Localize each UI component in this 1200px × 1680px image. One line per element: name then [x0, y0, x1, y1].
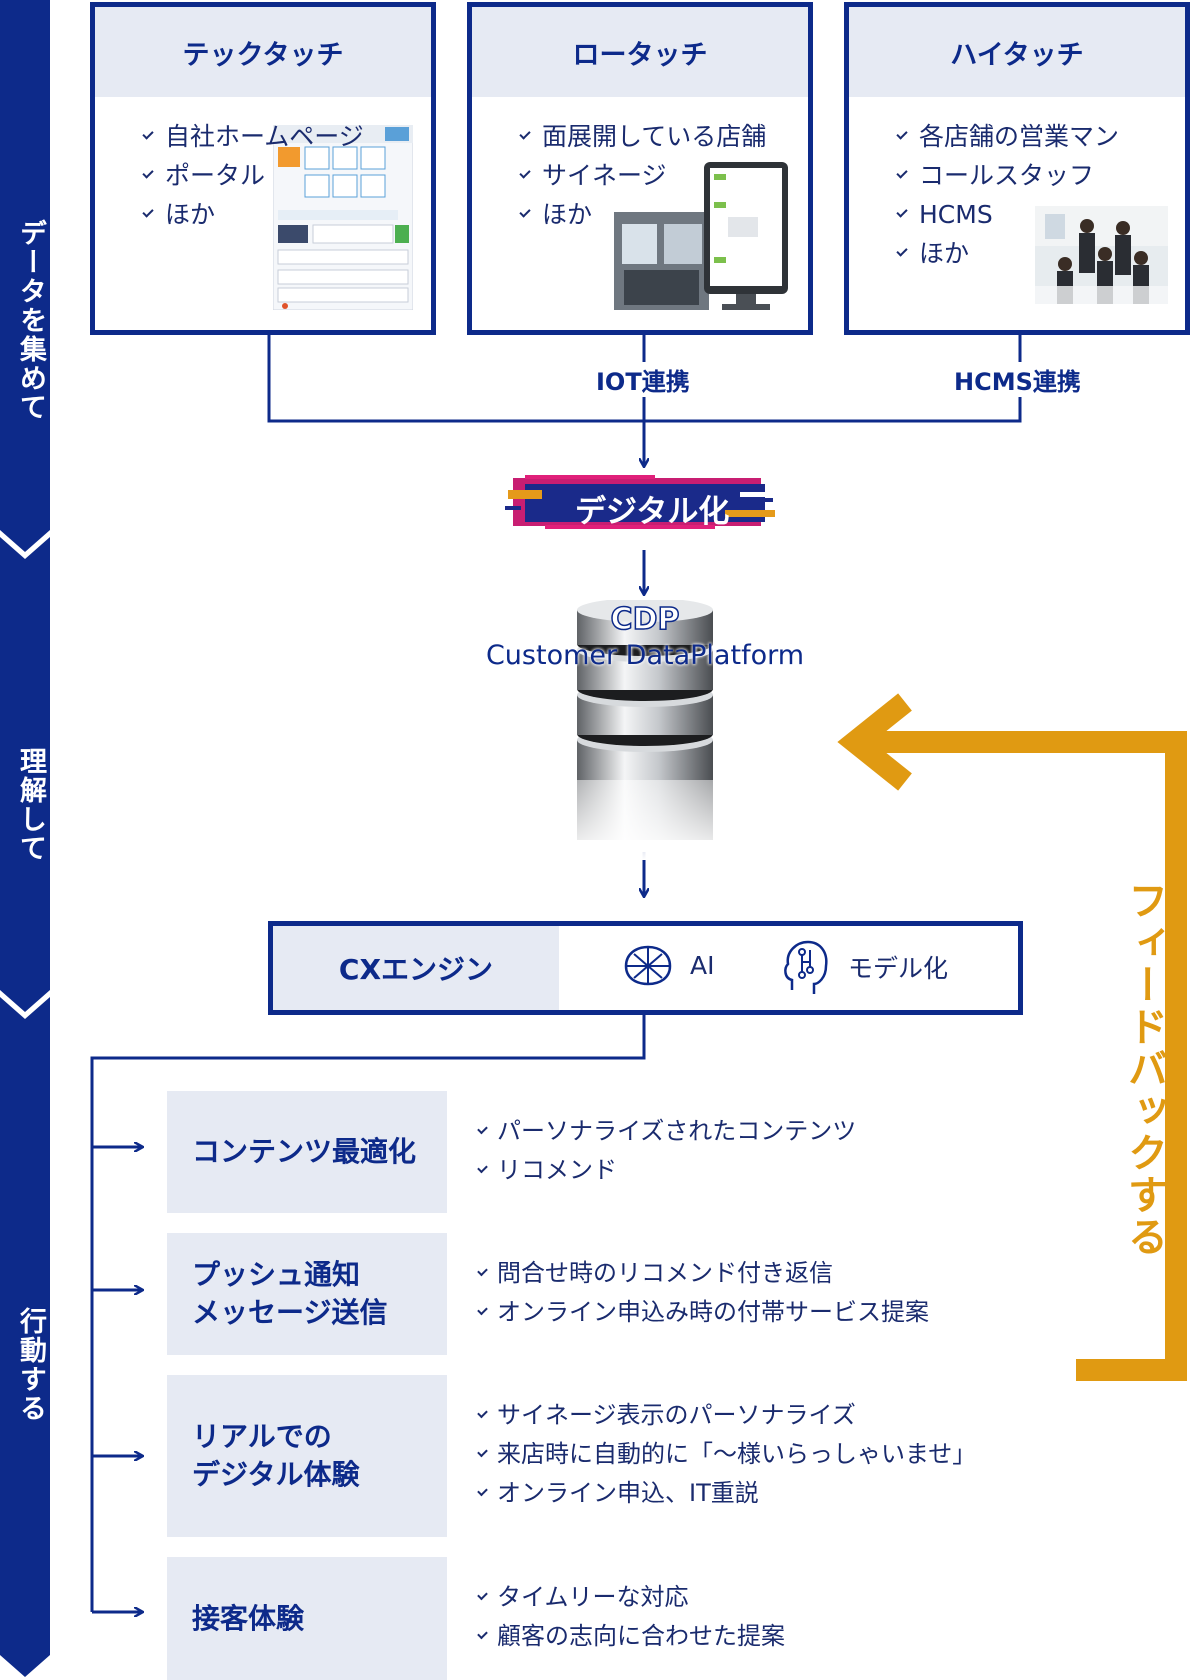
check-icon	[896, 127, 908, 140]
list-item: 自社ホームページ	[142, 117, 364, 156]
source-hightouch-box: ハイタッチ 各店舗の営業マン コールスタッフ HCMS ほか	[844, 2, 1190, 335]
list-item: 顧客の志向に合わせた提案	[477, 1617, 785, 1656]
website-screenshot-image	[273, 125, 413, 310]
source-hightouch-list: 各店舗の営業マン コールスタッフ HCMS ほか	[896, 117, 1119, 273]
check-icon	[477, 1446, 488, 1457]
digitalization-banner	[505, 475, 775, 529]
list-item: オンライン申込、IT重説	[477, 1474, 976, 1513]
phase-label-act: 行動する	[15, 1307, 46, 1423]
digitalization-label: デジタル化	[575, 494, 730, 530]
brain-icon	[624, 945, 672, 986]
cx-ai-item: AI	[620, 942, 714, 988]
action-customer-service-list: タイムリーな対応 顧客の志向に合わせた提案	[477, 1578, 785, 1656]
feedback-label: フィードバックする	[1121, 880, 1167, 1258]
check-icon	[477, 1589, 488, 1600]
list-item: サイネージ表示のパーソナライズ	[477, 1396, 976, 1435]
check-icon	[142, 127, 154, 140]
list-item: 問合せ時のリコメンド付き返信	[477, 1254, 929, 1293]
store-signage-image	[614, 162, 788, 310]
ai-head-icon	[784, 940, 828, 994]
phase-bar-shape	[0, 0, 50, 1677]
list-item: オンライン申込み時の付帯サービス提案	[477, 1293, 929, 1332]
source-lowtouch-box: ロータッチ 面展開している店舗 サイネージ ほか	[467, 2, 813, 335]
iot-link-label: IOT連携	[594, 362, 692, 397]
list-item: 来店時に自動的に「〜様いらっしゃいませ」	[477, 1435, 976, 1474]
check-icon	[896, 244, 908, 257]
action-push-notification-list: 問合せ時のリコメンド付き返信 オンライン申込み時の付帯サービス提案	[477, 1254, 929, 1332]
cdp-title: CDP	[610, 601, 680, 638]
phase-label-understand: 理解して	[15, 747, 46, 863]
check-icon	[142, 166, 154, 179]
check-icon	[896, 166, 908, 179]
phase-label-collect: データを集めて	[15, 218, 46, 422]
action-title: コンテンツ最適化	[192, 1135, 417, 1168]
source-hightouch-title: ハイタッチ	[849, 7, 1185, 97]
list-item: ほか	[896, 234, 1119, 273]
check-icon	[142, 205, 154, 218]
check-icon	[519, 127, 531, 140]
list-item: 面展開している店舗	[519, 117, 766, 156]
list-item: ポータル	[142, 156, 364, 195]
check-icon	[477, 1407, 488, 1418]
action-content-optimization-list: パーソナライズされたコンテンツ リコメンド	[477, 1112, 856, 1190]
action-content-optimization-box: コンテンツ最適化	[167, 1091, 447, 1213]
hcms-link-label: HCMS連携	[952, 362, 1083, 397]
action-push-notification-box: プッシュ通知 メッセージ送信	[167, 1233, 447, 1355]
source-lowtouch-list: 面展開している店舗 サイネージ ほか	[519, 117, 766, 234]
action-real-digital-list: サイネージ表示のパーソナライズ 来店時に自動的に「〜様いらっしゃいませ」 オンラ…	[477, 1396, 976, 1513]
phase-bar: データを集めて 理解して 行動する	[0, 0, 50, 1680]
list-item: パーソナライズされたコンテンツ	[477, 1112, 856, 1151]
check-icon	[519, 166, 531, 179]
cx-model-item: モデル化	[780, 938, 948, 996]
list-item: ほか	[142, 195, 364, 234]
action-title: 接客体験	[192, 1601, 305, 1635]
check-icon	[477, 1628, 488, 1639]
source-techtouch-box: テックタッチ 自社ホームページ ポータル ほか	[90, 2, 436, 335]
list-item: サイネージ	[519, 156, 766, 195]
cx-engine-title: CXエンジン	[273, 926, 559, 1010]
database-icon	[577, 600, 713, 860]
source-techtouch-title: テックタッチ	[95, 7, 431, 97]
check-icon	[896, 205, 908, 218]
source-lowtouch-title: ロータッチ	[472, 7, 808, 97]
action-customer-service-box: 接客体験	[167, 1557, 447, 1680]
action-title: プッシュ通知 メッセージ送信	[192, 1258, 388, 1329]
action-real-digital-box: リアルでの デジタル体験	[167, 1375, 447, 1537]
check-icon	[477, 1162, 488, 1173]
check-icon	[477, 1123, 488, 1134]
check-icon	[477, 1304, 488, 1315]
staff-photo-image	[1035, 206, 1168, 304]
source-techtouch-list: 自社ホームページ ポータル ほか	[142, 117, 364, 234]
check-icon	[477, 1265, 488, 1276]
list-item: コールスタッフ	[896, 156, 1119, 195]
check-icon	[519, 205, 531, 218]
list-item: タイムリーな対応	[477, 1578, 785, 1617]
action-title: リアルでの デジタル体験	[192, 1420, 360, 1491]
list-item: 各店舗の営業マン	[896, 117, 1119, 156]
list-item: リコメンド	[477, 1151, 856, 1190]
check-icon	[477, 1485, 488, 1496]
list-item: HCMS	[896, 195, 1119, 234]
list-item: ほか	[519, 195, 766, 234]
cdp-subtitle: Customer DataPlatform	[485, 640, 805, 671]
